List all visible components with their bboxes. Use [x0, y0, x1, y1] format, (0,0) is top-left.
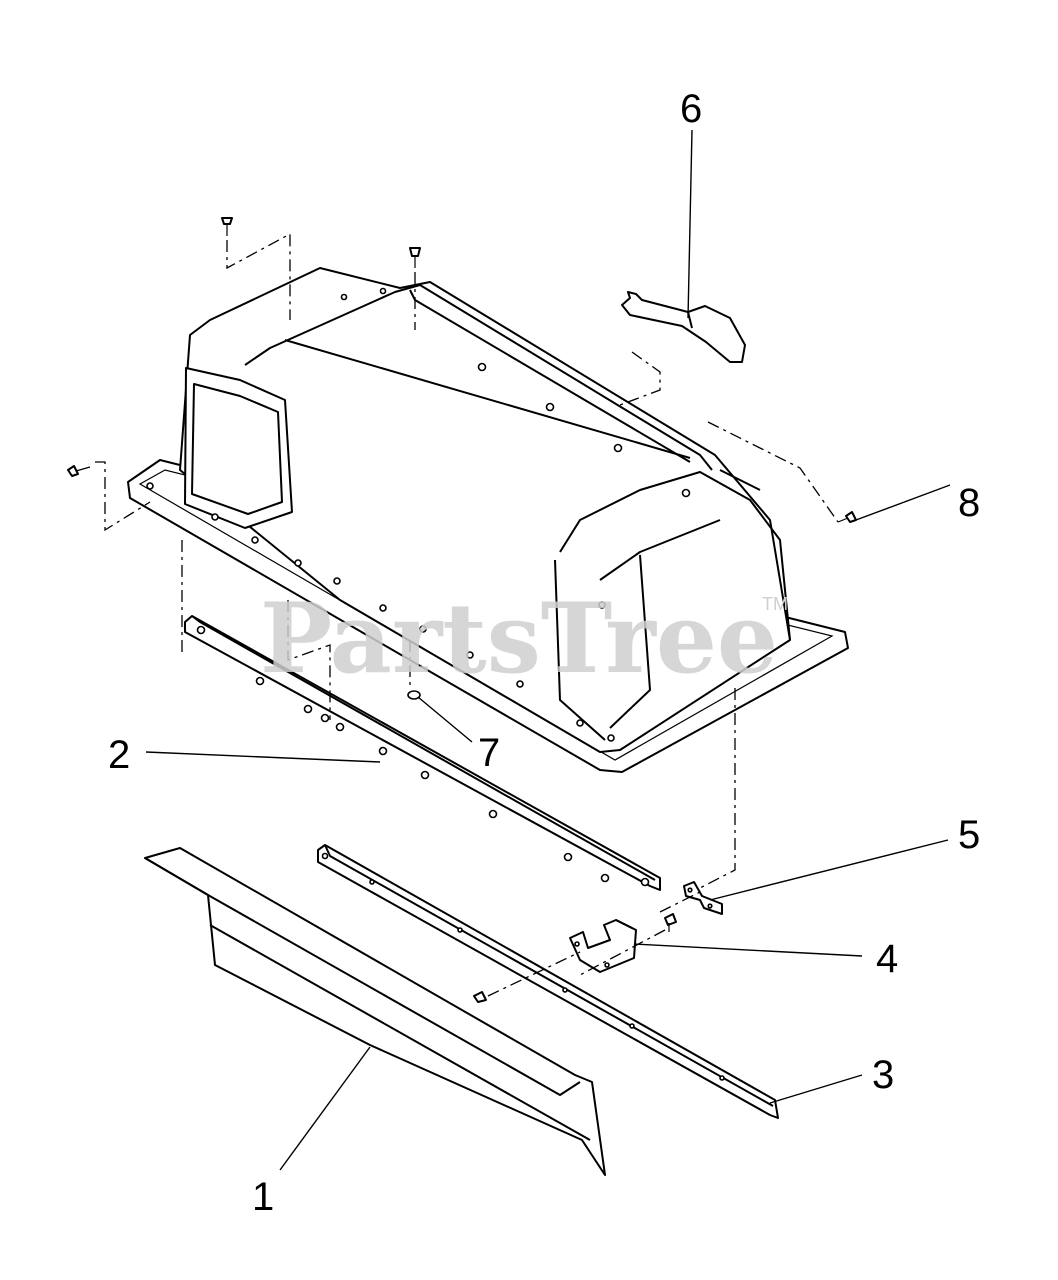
callout-6: 6 [680, 87, 702, 131]
part-1-deflector [144, 847, 606, 1176]
callouts: 1 2 3 4 5 6 7 8 [108, 87, 980, 1219]
callout-2: 2 [108, 733, 130, 777]
leader-lines [145, 129, 951, 1171]
hood-housing [127, 267, 849, 773]
assembly-lines [95, 232, 839, 997]
watermark: PartsTree TM [260, 582, 788, 695]
fasteners [67, 217, 857, 1003]
part-2-rail [184, 615, 661, 891]
part-4-u-bracket [569, 919, 637, 973]
part-6-handle [621, 291, 746, 363]
part-3-bracket [317, 844, 779, 1119]
callout-5: 5 [958, 813, 980, 857]
callout-3: 3 [872, 1053, 894, 1097]
watermark-text: PartsTree [260, 582, 778, 695]
watermark-trademark: TM [762, 594, 788, 614]
callout-8: 8 [958, 481, 980, 525]
callout-7: 7 [478, 731, 500, 775]
callout-4: 4 [876, 937, 898, 981]
callout-1: 1 [252, 1175, 274, 1219]
